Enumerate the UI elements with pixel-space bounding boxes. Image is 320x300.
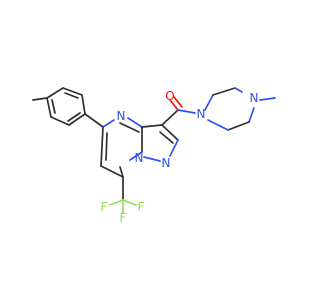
pyrimidine-ring	[100, 117, 143, 178]
atom-n-piperazine-methyl: N	[250, 91, 259, 105]
trifluoromethyl-group	[109, 176, 137, 214]
atom-n-bridge: N	[135, 151, 144, 165]
atom-n-piperazine-amide: N	[197, 107, 206, 121]
atom-f-left: F	[101, 200, 108, 214]
canvas-background	[0, 0, 300, 300]
piperazine-ring	[204, 87, 276, 131]
atom-o-carbonyl: O	[165, 89, 174, 103]
pyrazole-ring	[141, 124, 179, 162]
tolyl-ring	[46, 87, 86, 126]
bonds	[32, 87, 276, 214]
molecule-structure-diagram: N N N O N N F F F	[0, 0, 300, 300]
atom-f-right: F	[138, 200, 145, 214]
atom-f-top: F	[120, 211, 127, 225]
atom-labels: N N N O N N F F F	[101, 89, 259, 225]
bond-tolyl-pyrimidine	[84, 113, 104, 128]
atom-n-pyrazole: N	[162, 156, 171, 170]
bond-methyl-tolyl	[32, 97, 48, 101]
carbonyl-group	[161, 96, 196, 126]
atom-n-pyrimidine: N	[117, 109, 126, 123]
